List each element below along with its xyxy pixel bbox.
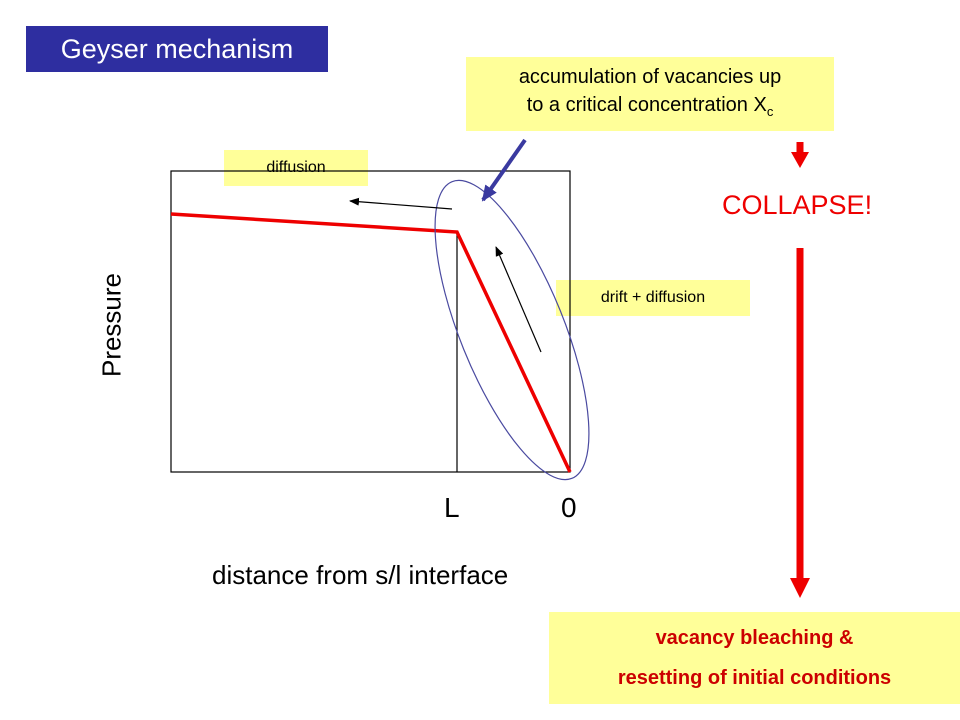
accumulation-line-2: to a critical concentration Xc — [527, 91, 774, 126]
x-axis-label: distance from s/l interface — [212, 560, 509, 590]
plot-frame — [170, 170, 571, 473]
accumulation-line-1: accumulation of vacancies up — [518, 65, 782, 88]
tick-0: 0 — [561, 492, 577, 523]
reset-arrowhead — [790, 578, 810, 598]
reset-line-1: vacancy bleaching & — [655, 627, 854, 649]
pressure-curve — [170, 212, 572, 473]
accumulation-subscript: c — [766, 103, 774, 119]
diffusion-arrow — [349, 197, 453, 210]
page-title: Geyser mechanism — [26, 26, 328, 72]
drift-diffusion-note: drift + diffusion — [556, 280, 750, 316]
tick-L: L — [444, 492, 460, 523]
accumulation-ellipse — [434, 179, 590, 481]
diffusion-note: diffusion — [224, 150, 368, 186]
drift-arrow — [495, 246, 542, 353]
pointer-arrow — [481, 138, 527, 202]
collapse-label: COLLAPSE! — [722, 190, 873, 220]
collapse-arrowhead — [791, 152, 809, 168]
reset-line-2: resetting of initial conditions — [617, 667, 892, 689]
accumulation-note: accumulation of vacancies up to a critic… — [466, 57, 834, 131]
reset-note: vacancy bleaching & resetting of initial… — [549, 612, 960, 704]
accumulation-line-2-text: to a critical concentration X — [526, 93, 767, 116]
